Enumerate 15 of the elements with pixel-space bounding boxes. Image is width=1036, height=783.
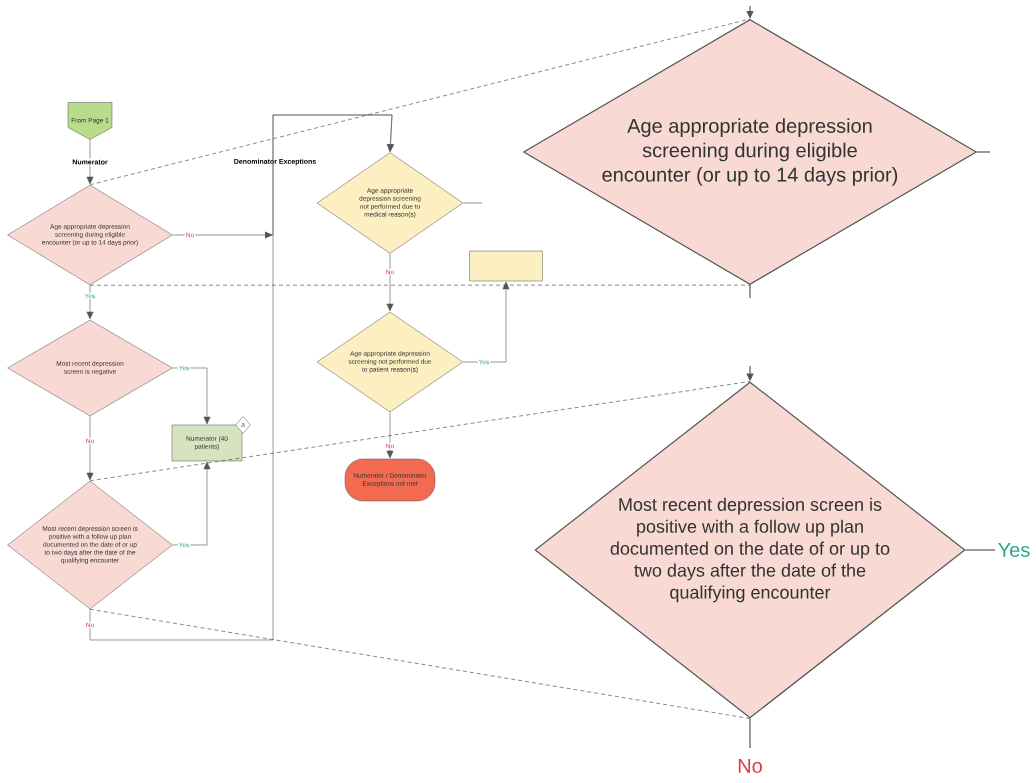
zoom-line (89, 284, 751, 286)
zoom-line (89, 381, 751, 482)
process-box (469, 250, 543, 282)
arrow (462, 281, 510, 363)
edge-label: No (736, 758, 764, 774)
arrow (172, 461, 211, 546)
zoom-line (89, 18, 751, 186)
edge-label: Yes (996, 542, 1032, 558)
arrow (386, 253, 394, 312)
arrow (89, 114, 394, 641)
arrow (86, 284, 94, 320)
arrow (86, 165, 94, 185)
arrow (386, 411, 394, 459)
arrow (172, 367, 211, 425)
arrow (86, 415, 94, 481)
